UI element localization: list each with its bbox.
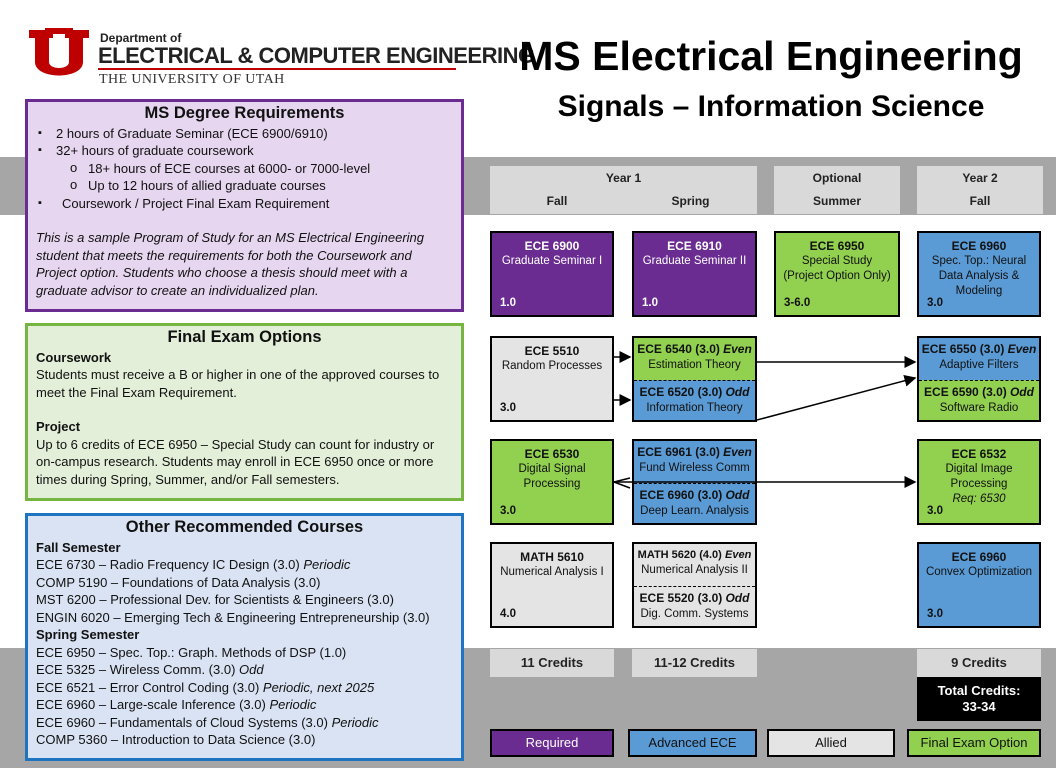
other-courses-heading: Other Recommended Courses xyxy=(125,518,364,536)
year1-header: Year 1 Fall Spring xyxy=(490,166,757,214)
course-ece6590: ECE 6590 (3.0) Odd Software Radio xyxy=(924,385,1034,414)
optional-label: Optional xyxy=(812,171,862,185)
legend-final-exam-option: Final Exam Option xyxy=(907,729,1041,757)
spring-label: Spring xyxy=(671,194,710,208)
course-pair-math5620-ece5520: MATH 5620 (4.0) Even Numerical Analysis … xyxy=(632,542,757,628)
requirements-note: This is a sample Program of Study for an… xyxy=(36,230,425,298)
fall2-label: Fall xyxy=(969,194,991,208)
fall-label: Fall xyxy=(546,194,568,208)
department-logo: Department of ELECTRICAL & COMPUTER ENGI… xyxy=(27,28,535,88)
course-math5610: MATH 5610 Numerical Analysis I 4.0 xyxy=(490,542,614,628)
course-ece6550: ECE 6550 (3.0) Even Adaptive Filters xyxy=(919,338,1039,380)
arrow-6530-to-6960 xyxy=(613,481,631,489)
total-credits-value: 33-34 xyxy=(962,699,996,714)
list-item: COMP 5190 – Foundations of Data Analysis… xyxy=(36,574,321,590)
course-ece5520: ECE 5520 (3.0) Odd Dig. Comm. Systems xyxy=(639,591,750,620)
legend-advanced-ece: Advanced ECE xyxy=(628,729,757,757)
year2-label: Year 2 xyxy=(962,171,998,185)
university-u-logo-icon xyxy=(29,28,89,76)
coursework-text: Students must receive a B or higher in o… xyxy=(36,367,440,400)
list-item: ECE 5325 – Wireless Comm. (3.0) Odd xyxy=(36,662,264,677)
final-exam-options-box: Final Exam Options Coursework Students m… xyxy=(25,323,464,501)
list-item: Up to 12 hours of allied graduate course… xyxy=(36,176,453,195)
course-ece6532: ECE 6532 Digital Image Processing Req: 6… xyxy=(917,439,1041,525)
degree-requirements-box: MS Degree Requirements 2 hours of Gradua… xyxy=(25,99,464,312)
optional-summer-header: Optional Summer xyxy=(774,166,900,214)
other-courses-box: Other Recommended Courses Fall Semester … xyxy=(25,513,464,761)
course-ece6960-convex: ECE 6960 Convex Optimization 3.0 xyxy=(917,542,1041,628)
list-item: ECE 6730 – Radio Frequency IC Design (3.… xyxy=(36,557,351,572)
total-credits: Total Credits: 33-34 xyxy=(917,677,1041,721)
course-ece6530: ECE 6530 Digital Signal Processing 3.0 xyxy=(490,439,614,525)
project-label: Project xyxy=(36,419,81,434)
list-item: COMP 5360 – Introduction to Data Science… xyxy=(36,732,316,747)
page-title: MS Electrical Engineering xyxy=(519,33,1023,79)
list-item: 18+ hours of ECE courses at 6000- or 700… xyxy=(36,159,453,178)
fall-semester-label: Fall Semester xyxy=(36,539,121,555)
logo-department-name: ELECTRICAL & COMPUTER ENGINEERING xyxy=(98,43,535,68)
spring-semester-label: Spring Semester xyxy=(36,627,140,642)
course-ece6910: ECE 6910 Graduate Seminar II 1.0 xyxy=(632,231,757,317)
logo-divider xyxy=(98,68,456,70)
summer-label: Summer xyxy=(812,194,862,208)
arrow-6530-to-6961 xyxy=(613,477,631,483)
list-item: ECE 6960 – Fundamentals of Cloud Systems… xyxy=(36,714,379,730)
legend-allied: Allied xyxy=(767,729,895,757)
project-text: Up to 6 credits of ECE 6950 – Special St… xyxy=(36,436,435,487)
coursework-label: Coursework xyxy=(36,349,112,365)
year1-label: Year 1 xyxy=(605,171,642,185)
credits-year1-fall: 11 Credits xyxy=(490,649,614,677)
course-ece6520: ECE 6520 (3.0) Odd Information Theory xyxy=(639,385,750,414)
list-item: 32+ hours of graduate coursework xyxy=(36,142,453,160)
legend-required: Required xyxy=(490,729,614,757)
page-subtitle: Signals – Information Science xyxy=(557,90,985,123)
list-item: MST 6200 – Professional Dev. for Scienti… xyxy=(36,592,394,607)
course-ece6900: ECE 6900 Graduate Seminar I 1.0 xyxy=(490,231,614,317)
credits-year1-spring: 11-12 Credits xyxy=(632,649,757,677)
total-credits-label: Total Credits: xyxy=(937,683,1021,698)
course-ece6960-neural: ECE 6960 Spec. Top.: Neural Data Analysi… xyxy=(917,231,1041,317)
requirements-list: 2 hours of Graduate Seminar (ECE 6900/69… xyxy=(36,125,453,213)
course-ece5510: ECE 5510 Random Processes 3.0 xyxy=(490,336,614,422)
final-exam-heading: Final Exam Options xyxy=(167,328,322,346)
year2-header: Year 2 Fall xyxy=(917,166,1043,214)
credits-year2-fall: 9 Credits xyxy=(917,649,1041,677)
requirements-heading: MS Degree Requirements xyxy=(144,104,345,122)
logo-university-name: THE UNIVERSITY OF UTAH xyxy=(99,72,285,87)
list-item: ECE 6950 – Spec. Top.: Graph. Methods of… xyxy=(36,644,347,660)
list-item: 2 hours of Graduate Seminar (ECE 6900/69… xyxy=(36,125,453,143)
arrow-5510-to-6550 xyxy=(756,374,917,421)
course-ece6961: ECE 6961 (3.0) Even Fund Wireless Comm xyxy=(637,445,752,474)
logo-dept-text: Department of xyxy=(100,31,182,45)
course-pair-ece6540-6520: ECE 6540 (3.0) Even Estimation Theory EC… xyxy=(632,336,757,422)
list-item: ECE 6521 – Error Control Coding (3.0) Pe… xyxy=(36,679,375,695)
course-pair-ece6550-6590: ECE 6550 (3.0) Even Adaptive Filters ECE… xyxy=(917,336,1041,422)
list-item: Coursework / Project Final Exam Requirem… xyxy=(36,195,453,213)
list-item: ENGIN 6020 – Emerging Tech & Engineering… xyxy=(36,609,430,625)
course-ece6950: ECE 6950 Special Study (Project Option O… xyxy=(774,231,900,317)
course-ece6540: ECE 6540 (3.0) Even Estimation Theory xyxy=(634,338,755,380)
course-ece6960-deep: ECE 6960 (3.0) Odd Deep Learn. Analysis xyxy=(639,488,750,517)
list-item: ECE 6960 – Large-scale Inference (3.0) P… xyxy=(36,697,317,712)
course-math5620: MATH 5620 (4.0) Even Numerical Analysis … xyxy=(637,549,752,576)
course-pair-ece6961-6960: ECE 6961 (3.0) Even Fund Wireless Comm E… xyxy=(632,439,757,525)
